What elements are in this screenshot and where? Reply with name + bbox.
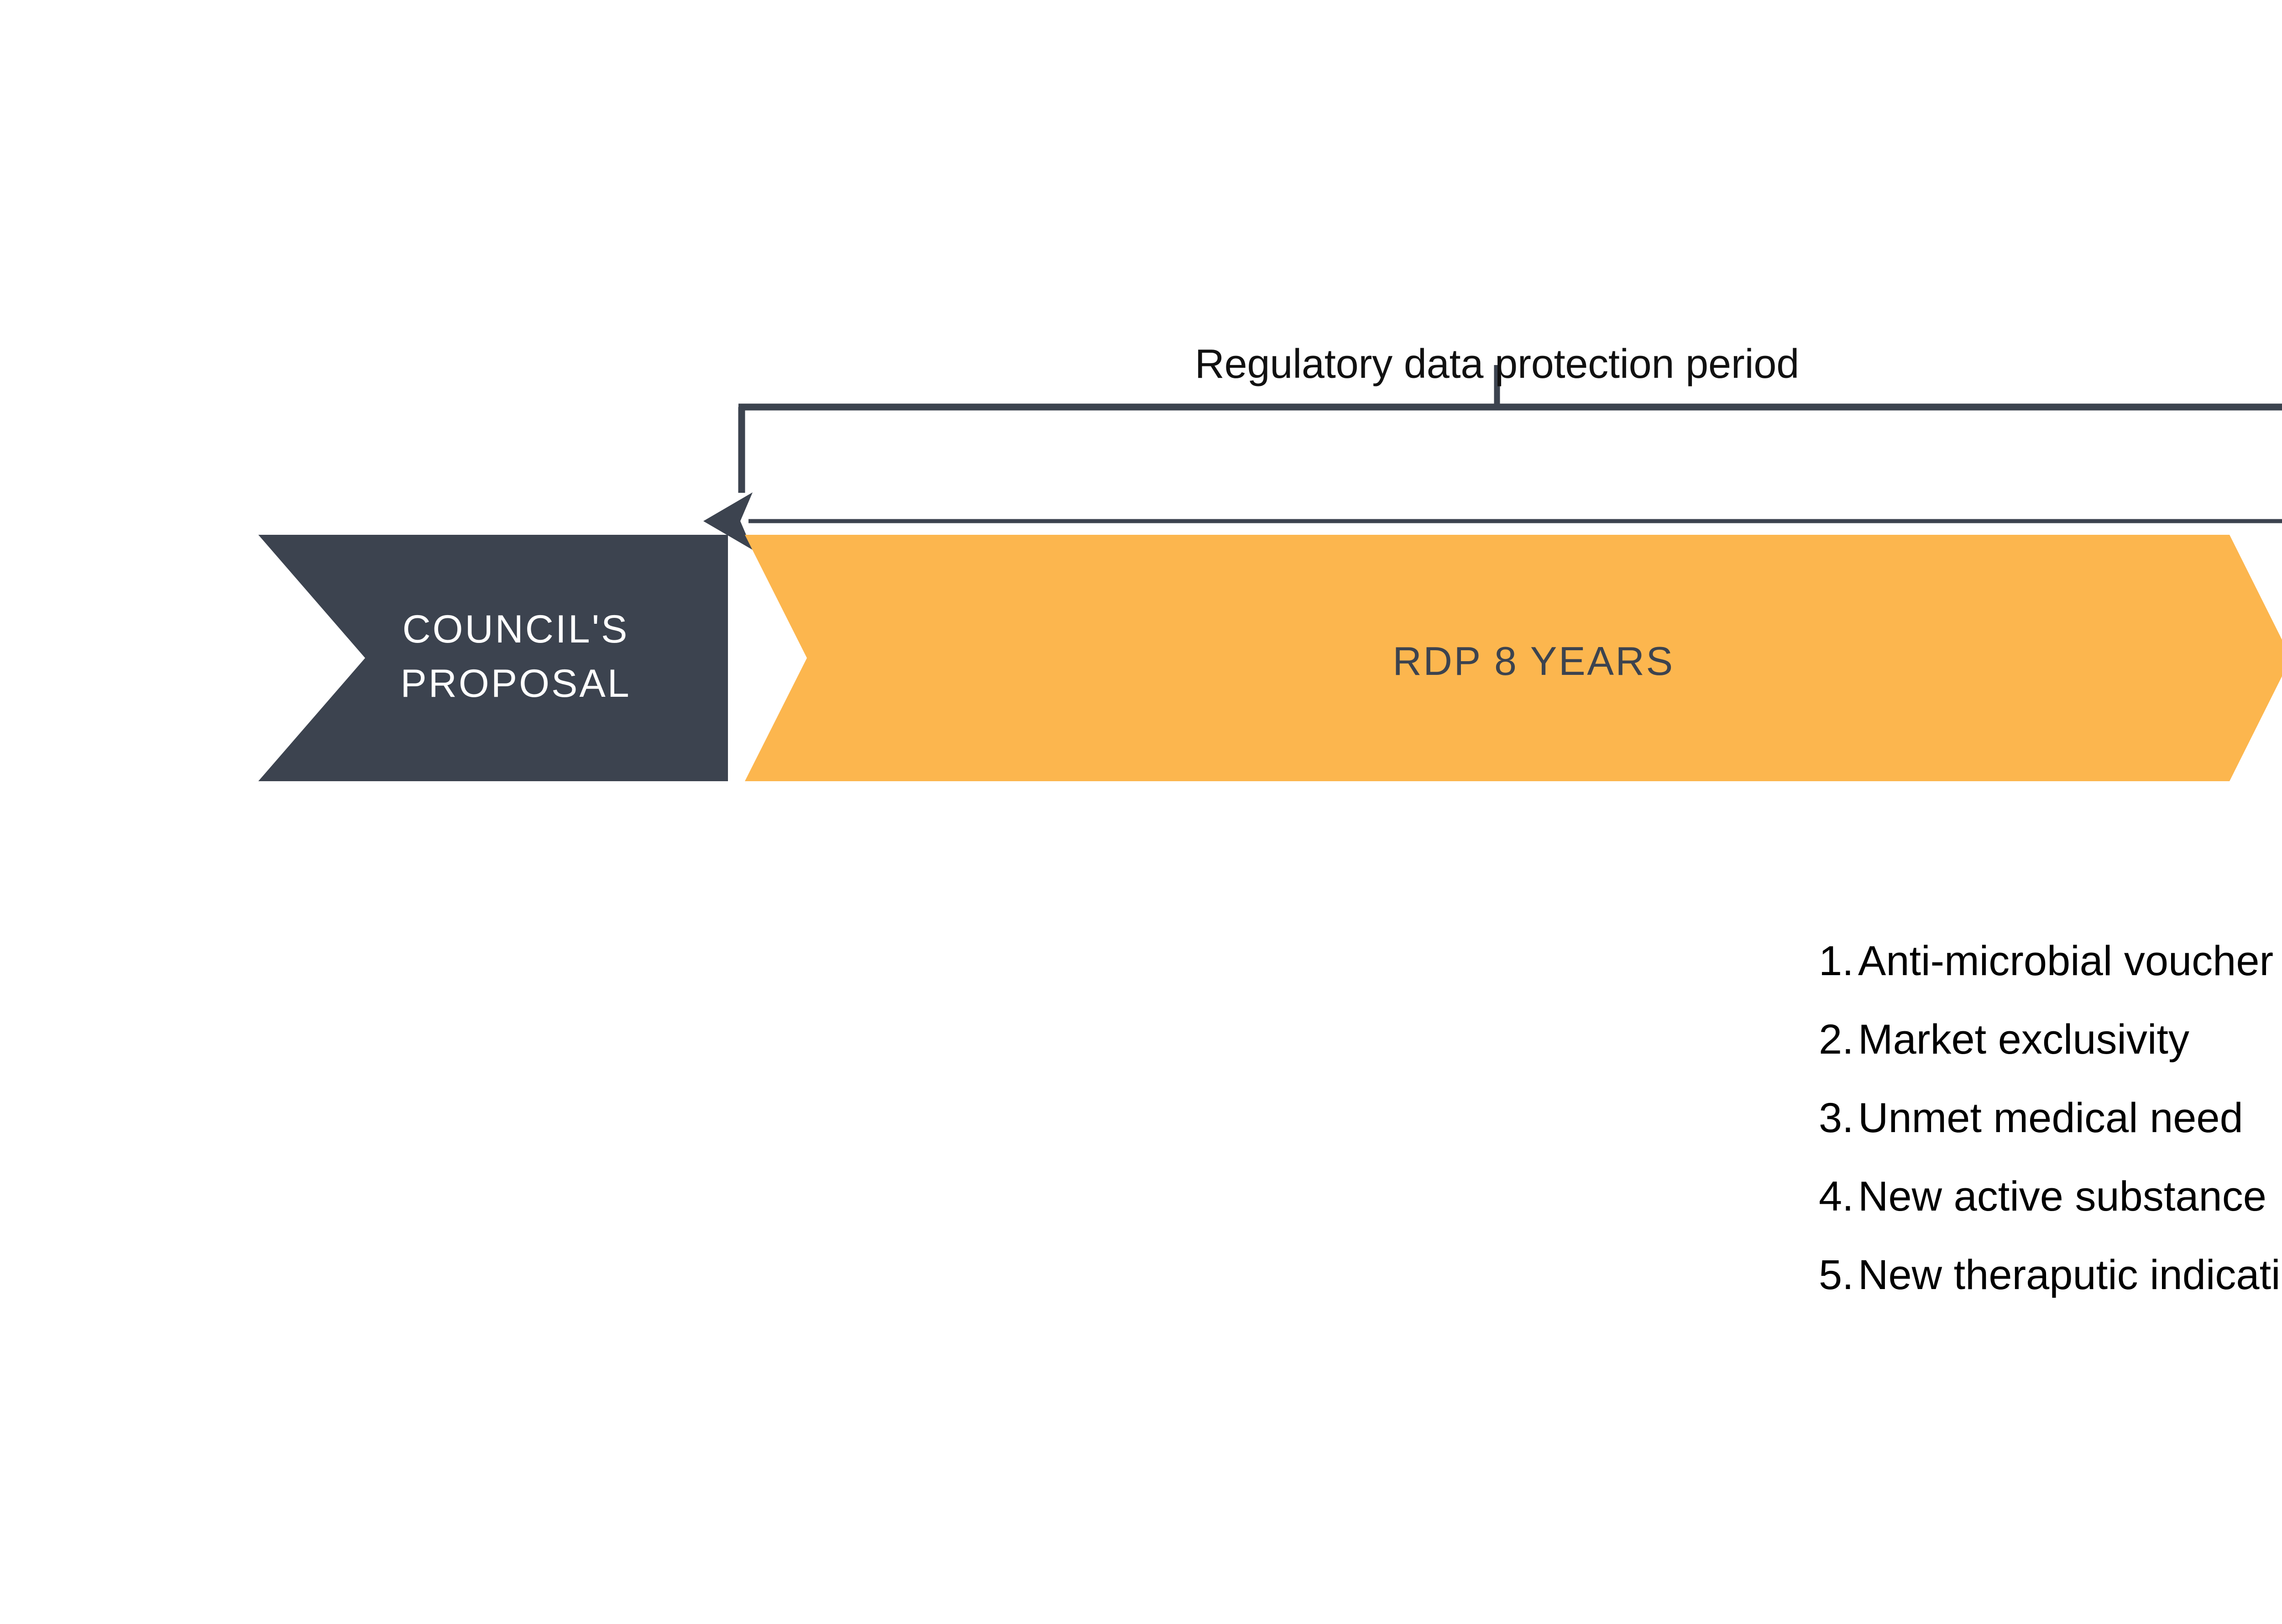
list-item: 5. New theraputic indication <box>1819 1254 2282 1296</box>
legend-item-index: 4. <box>1819 1173 1854 1220</box>
legend-item-label: New theraputic indication <box>1858 1252 2282 1298</box>
list-item: 2. Market exclusivity <box>1819 1018 2282 1060</box>
legend-item-index: 3. <box>1819 1095 1854 1141</box>
bar-1-number: 1 <box>2277 634 2282 682</box>
legend-list: 1. Anti-microbial voucher 2. Market excl… <box>1819 940 2282 1296</box>
legend-item-index: 5. <box>1819 1252 1854 1298</box>
legend-item-index: 1. <box>1819 938 1854 984</box>
list-item: 4. New active substance <box>1819 1175 2282 1217</box>
rdp-main-bar <box>745 535 2282 781</box>
legend-item-label: Market exclusivity <box>1858 1016 2189 1063</box>
legend-item-label: Anti-microbial voucher <box>1858 938 2274 984</box>
regulatory-data-protection-label: Regulatory data protection period <box>1194 341 1800 387</box>
regulatory-data-protection-bracket <box>703 365 2282 550</box>
council-proposal-block <box>258 535 728 781</box>
legend-item-label: Unmet medical need <box>1858 1095 2243 1141</box>
legend-item-label: New active substance <box>1858 1173 2266 1220</box>
list-item: 1. Anti-microbial voucher <box>1819 940 2282 982</box>
rdp-main-bar-label: RDP 8 YEARS <box>1392 638 1675 684</box>
legend-item-index: 2. <box>1819 1016 1854 1063</box>
council-proposal-label: COUNCIL'S PROPOSAL <box>400 607 631 705</box>
list-item: 3. Unmet medical need <box>1819 1097 2282 1139</box>
